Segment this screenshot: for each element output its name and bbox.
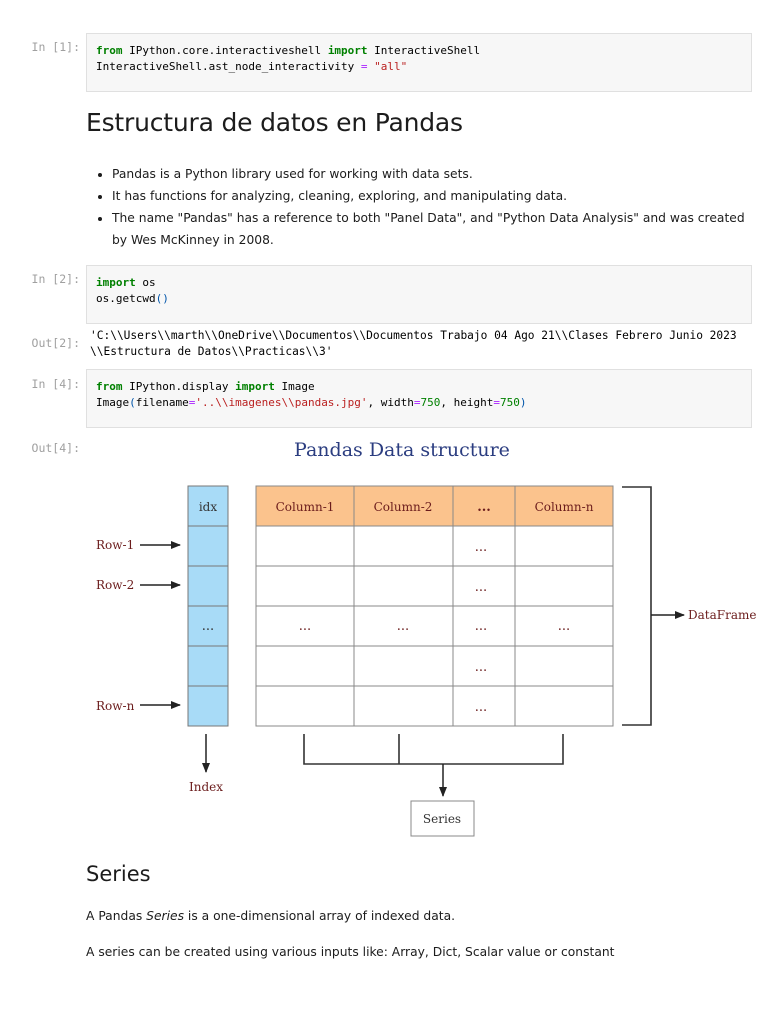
- code-text: os: [135, 276, 156, 289]
- data-grid: [255, 525, 614, 727]
- parentheses: (: [129, 396, 136, 409]
- pandas-structure-diagram: Pandas Data structure idx ... Column-1 C…: [96, 439, 756, 837]
- index-label: Index: [189, 780, 223, 794]
- bullet-list: Pandas is a Python library used for work…: [86, 163, 762, 251]
- column-header: ...: [477, 500, 491, 515]
- code-text: InteractiveShell: [367, 44, 481, 57]
- row-label: Row-2: [96, 578, 134, 592]
- cell-2-prompt: In [2]:: [31, 272, 80, 286]
- bullet-item: The name "Pandas" has a reference to bot…: [112, 207, 762, 251]
- series-label: Series: [423, 812, 461, 826]
- row-label: Row-1: [96, 538, 134, 552]
- keyword: import: [235, 380, 275, 393]
- cell-4-prompt: In [4]:: [31, 377, 80, 391]
- cell-4-out-prompt: Out[4]:: [31, 441, 80, 455]
- code-text: os.getcwd: [96, 292, 156, 305]
- index-column: [187, 485, 229, 727]
- series-box: [410, 800, 475, 837]
- string-literal: '..\\imagenes\\pandas.jpg': [195, 396, 368, 409]
- code-text: IPython.core.interactiveshell: [122, 44, 328, 57]
- text: A Pandas: [86, 909, 147, 923]
- string-literal: "all": [374, 60, 408, 73]
- code-cell-2[interactable]: import os os.getcwd(): [86, 265, 752, 324]
- series-bracket: [303, 734, 564, 765]
- operator: =: [413, 396, 421, 409]
- series-paragraph-2: A series can be created using various in…: [86, 945, 615, 959]
- column-header: Column-1: [276, 500, 335, 514]
- cell-ellipsis: ...: [475, 660, 487, 675]
- cell-ellipsis: ...: [397, 619, 409, 634]
- dataframe-bracket: [622, 486, 652, 726]
- bullet-item: It has functions for analyzing, cleaning…: [112, 185, 762, 207]
- cell-ellipsis: ...: [475, 540, 487, 555]
- keyword: from: [96, 44, 123, 57]
- section-heading: Estructura de datos en Pandas: [86, 108, 463, 137]
- code-text: , height: [440, 396, 494, 409]
- bullet-item: Pandas is a Python library used for work…: [112, 163, 762, 185]
- number-literal: 750: [420, 396, 441, 409]
- column-header: Column-n: [535, 500, 594, 514]
- parentheses: (): [155, 292, 169, 305]
- code-cell-4[interactable]: from IPython.display import Image Image(…: [86, 369, 752, 428]
- cell-ellipsis: ...: [475, 580, 487, 595]
- output-line: \\Estructura de Datos\\Practicas\\3': [90, 345, 333, 358]
- parentheses: ): [519, 396, 527, 409]
- cell-1-prompt: In [1]:: [31, 40, 80, 54]
- column-header-row: [255, 485, 614, 527]
- cell-ellipsis: ...: [475, 619, 487, 634]
- column-header: Column-2: [374, 500, 433, 514]
- keyword: import: [327, 44, 368, 57]
- keyword: import: [96, 276, 136, 289]
- code-text: IPython.display: [122, 380, 236, 393]
- idx-header: idx: [199, 500, 218, 514]
- number-literal: 750: [500, 396, 520, 409]
- code-text: Image: [96, 396, 130, 409]
- text: is a one-dimensional array of indexed da…: [184, 909, 456, 923]
- code-cell-1[interactable]: from IPython.core.interactiveshell impor…: [86, 33, 752, 92]
- diagram-title: Pandas Data structure: [294, 439, 510, 461]
- keyword: from: [96, 380, 123, 393]
- row-label: Row-n: [96, 699, 135, 713]
- code-text: InteractiveShell.ast_node_interactivity: [96, 60, 361, 73]
- index-ellipsis: ...: [202, 619, 214, 634]
- cell-2-out-prompt: Out[2]:: [31, 336, 80, 350]
- output-line: 'C:\\Users\\marth\\OneDrive\\Documentos\…: [90, 329, 737, 342]
- cell-2-output: 'C:\\Users\\marth\\OneDrive\\Documentos\…: [90, 328, 760, 360]
- code-text: , width: [367, 396, 414, 409]
- code-text: Image: [274, 380, 315, 393]
- operator: =: [360, 60, 368, 73]
- operator: =: [188, 396, 196, 409]
- grid-ellipses: ... ... ... ... ... ... ... ...: [299, 540, 570, 715]
- emphasis-text: Series: [146, 909, 184, 923]
- operator: =: [493, 396, 501, 409]
- cell-ellipsis: ...: [299, 619, 311, 634]
- dataframe-label: DataFrame: [688, 608, 756, 622]
- series-paragraph-1: A Pandas Series is a one-dimensional arr…: [86, 909, 455, 923]
- code-text: filename: [135, 396, 189, 409]
- cell-ellipsis: ...: [475, 700, 487, 715]
- series-heading: Series: [86, 862, 151, 886]
- cell-ellipsis: ...: [558, 619, 570, 634]
